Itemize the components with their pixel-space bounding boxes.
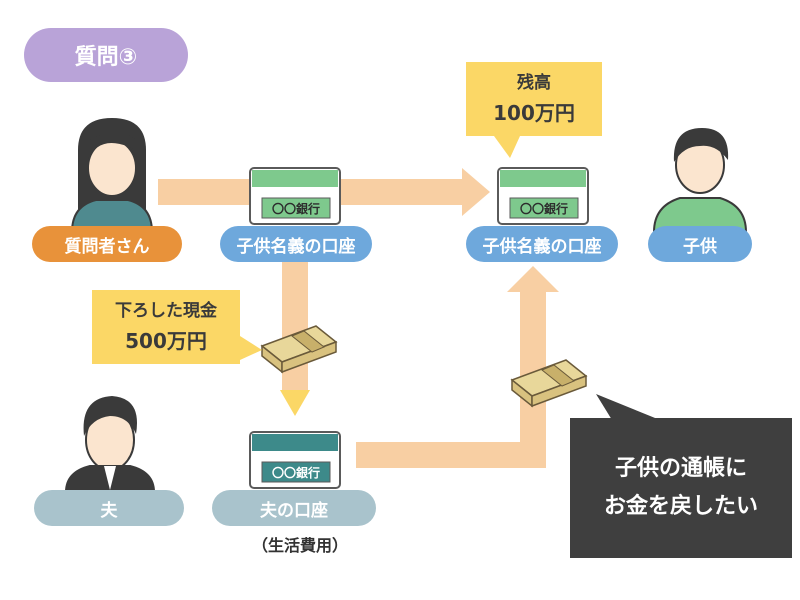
child-label: 子供: [648, 226, 752, 262]
arrow-top-head: [462, 168, 490, 216]
bank-card-left: [249, 167, 341, 225]
arrow-down-head: [280, 390, 310, 416]
withdrawn-callout: 下ろした現金 500万円: [92, 290, 240, 364]
withdrawn-callout-tail: [240, 336, 262, 360]
balance-value: 100万円: [493, 101, 575, 125]
arrow-bottom-shaft: [356, 442, 546, 468]
husband-account-label: 夫の口座: [212, 490, 376, 526]
withdrawn-value: 500万円: [125, 329, 207, 353]
child-account-right-label: 子供名義の口座: [466, 226, 618, 262]
balance-callout-tail: [494, 136, 520, 158]
bank-card-left-text: 〇〇銀行: [271, 201, 320, 216]
child-account-left-label: 子供名義の口座: [220, 226, 372, 262]
husband-account-note: （生活費用）: [251, 536, 348, 555]
speech-bubble-tail: [596, 394, 660, 420]
money-bundle-left: [260, 325, 338, 374]
child-avatar: [652, 128, 748, 233]
speech-bubble: 子供の通帳に お金を戻したい: [570, 418, 792, 558]
bank-card-right: [497, 167, 589, 225]
questioner-avatar: [70, 118, 154, 233]
withdrawn-label: 下ろした現金: [115, 301, 217, 321]
husband-label: 夫: [34, 490, 184, 526]
husband-avatar: [64, 396, 156, 493]
money-bundle-right: [510, 359, 588, 408]
bank-card-right-text: 〇〇銀行: [519, 201, 568, 216]
page-title: 質問③: [24, 28, 188, 82]
speech-line-2: お金を戻したい: [603, 494, 758, 519]
arrow-up-head: [507, 266, 559, 292]
balance-callout: 残高 100万円: [466, 62, 602, 136]
bank-card-husband-text: 〇〇銀行: [271, 465, 320, 480]
speech-line-1: 子供の通帳に: [614, 456, 747, 481]
questioner-label: 質問者さん: [32, 226, 182, 262]
bank-card-husband: [249, 431, 341, 489]
balance-label: 残高: [517, 73, 551, 93]
